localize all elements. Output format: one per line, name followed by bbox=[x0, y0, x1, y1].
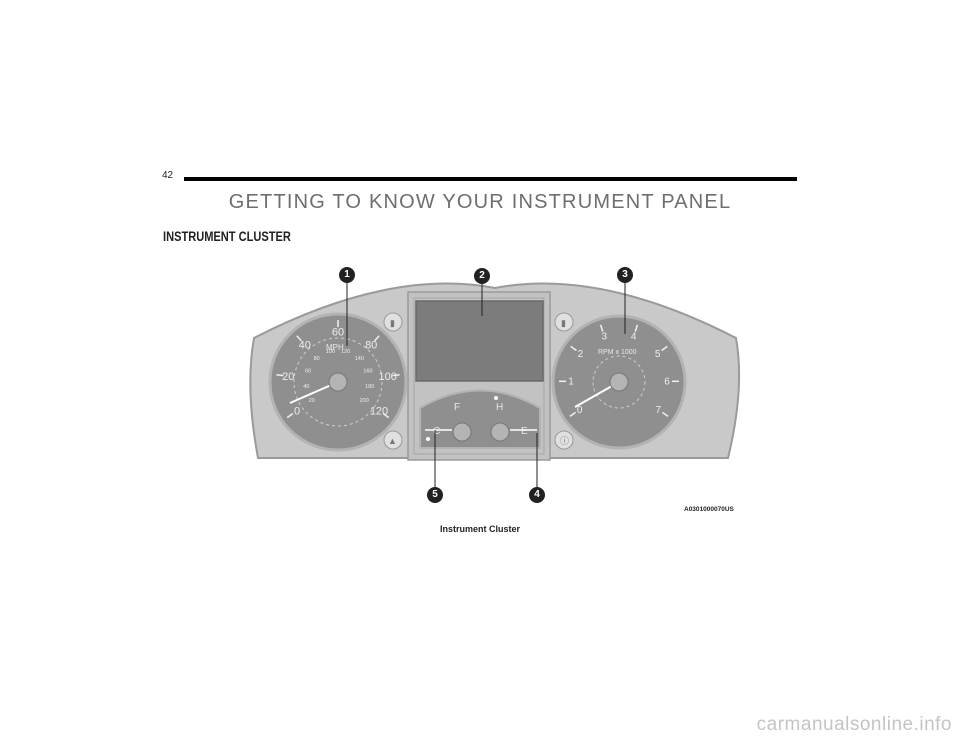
callout-1: 1 bbox=[339, 267, 355, 283]
tachometer-label-3: 3 bbox=[602, 332, 608, 343]
callout-4: 4 bbox=[529, 487, 545, 503]
speedo-ticks-mark-2 bbox=[296, 335, 302, 342]
watermark: carmanualsonline.info bbox=[756, 714, 952, 735]
tachometer-ticks bbox=[559, 324, 679, 418]
tachometer-label-5: 5 bbox=[655, 349, 661, 360]
speedometer-kmh-label-7: 160 bbox=[363, 369, 372, 375]
tachometer-gauge: RPM x 1000 0 1 2 3 4 5 6 7 bbox=[551, 314, 687, 450]
figure-caption: Instrument Cluster bbox=[439, 524, 520, 534]
fuel-empty-label: C bbox=[433, 426, 440, 437]
speedometer-kmh-label-1: 40 bbox=[303, 384, 309, 390]
info-display bbox=[415, 300, 544, 382]
speedometer-kmh-label-3: 80 bbox=[314, 356, 320, 362]
speedometer-kmh-label-4: 100 bbox=[326, 349, 335, 355]
speedometer-label-3: 60 bbox=[332, 327, 344, 339]
temp-hot-label: H bbox=[496, 402, 503, 413]
subsection-title: INSTRUMENT CLUSTER bbox=[163, 229, 291, 244]
callout-3: 3 bbox=[617, 267, 633, 283]
page-number: 42 bbox=[162, 170, 174, 181]
tach-ticks-mark-3 bbox=[599, 324, 604, 332]
tach-ticks-mark-2 bbox=[570, 345, 577, 352]
speedometer-label-1: 20 bbox=[282, 371, 294, 383]
hazard-button bbox=[383, 430, 403, 450]
speedometer-kmh-label-8: 180 bbox=[365, 384, 374, 390]
speedometer-gauge: MPH 0 20 40 60 80 100 120 20 40 60 80 100 120 140 160… bbox=[268, 312, 408, 452]
callout-2: 2 bbox=[474, 268, 490, 284]
menu-button bbox=[554, 312, 574, 332]
tach-ticks-mark-4 bbox=[634, 324, 639, 332]
header-rule bbox=[184, 177, 797, 181]
speedo-ticks-mark-6 bbox=[382, 412, 390, 419]
svg-text:▲: ▲ bbox=[388, 436, 397, 446]
tach-ticks-mark-7 bbox=[661, 411, 669, 418]
tachometer-label-6: 6 bbox=[664, 377, 670, 388]
speedometer-kmh-label-2: 60 bbox=[305, 369, 311, 375]
tachometer-label-1: 1 bbox=[568, 377, 574, 388]
svg-text:▮: ▮ bbox=[561, 318, 566, 328]
tachometer-label-7: 7 bbox=[656, 405, 662, 416]
speedometer-kmh-label-5: 120 bbox=[341, 349, 350, 355]
callout-5: 5 bbox=[427, 487, 443, 503]
tach-ticks-mark-5 bbox=[661, 345, 668, 352]
speedometer-kmh-label-0: 20 bbox=[309, 398, 315, 404]
speedo-ticks-mark-0 bbox=[286, 412, 294, 419]
speedometer-unit: MPH bbox=[326, 343, 344, 352]
tach-ticks-mark-0 bbox=[569, 411, 577, 418]
speedometer-ticks bbox=[276, 320, 400, 419]
speedometer-label-0: 0 bbox=[294, 405, 300, 417]
section-title: GETTING TO KNOW YOUR INSTRUMENT PANEL bbox=[228, 191, 732, 213]
speedometer-label-4: 80 bbox=[365, 339, 377, 351]
tachometer-unit: RPM x 1000 bbox=[598, 349, 637, 356]
info-button bbox=[554, 430, 574, 450]
tachometer-label-2: 2 bbox=[578, 349, 584, 360]
speedo-ticks-mark-1 bbox=[276, 374, 284, 377]
fuel-temp-gauges: F C H E bbox=[419, 389, 541, 449]
tachometer-label-4: 4 bbox=[631, 332, 637, 343]
speedo-ticks-mark-5 bbox=[392, 374, 400, 377]
tachometer-label-0: 0 bbox=[577, 405, 583, 416]
svg-text:▮: ▮ bbox=[390, 318, 395, 328]
trip-button bbox=[383, 312, 403, 332]
speedometer-kmh-label-6: 140 bbox=[355, 356, 364, 362]
speedometer-label-6: 120 bbox=[370, 405, 388, 417]
fuel-full-label: F bbox=[454, 402, 460, 413]
figure-code: A0301000070US bbox=[684, 506, 734, 513]
temp-cold-label: E bbox=[521, 426, 528, 437]
speedo-ticks-mark-4 bbox=[374, 335, 380, 342]
speedometer-label-2: 40 bbox=[299, 339, 311, 351]
svg-text:ⓘ: ⓘ bbox=[560, 436, 569, 446]
speedometer-kmh-label-9: 200 bbox=[360, 398, 369, 404]
speedometer-label-5: 100 bbox=[379, 371, 397, 383]
